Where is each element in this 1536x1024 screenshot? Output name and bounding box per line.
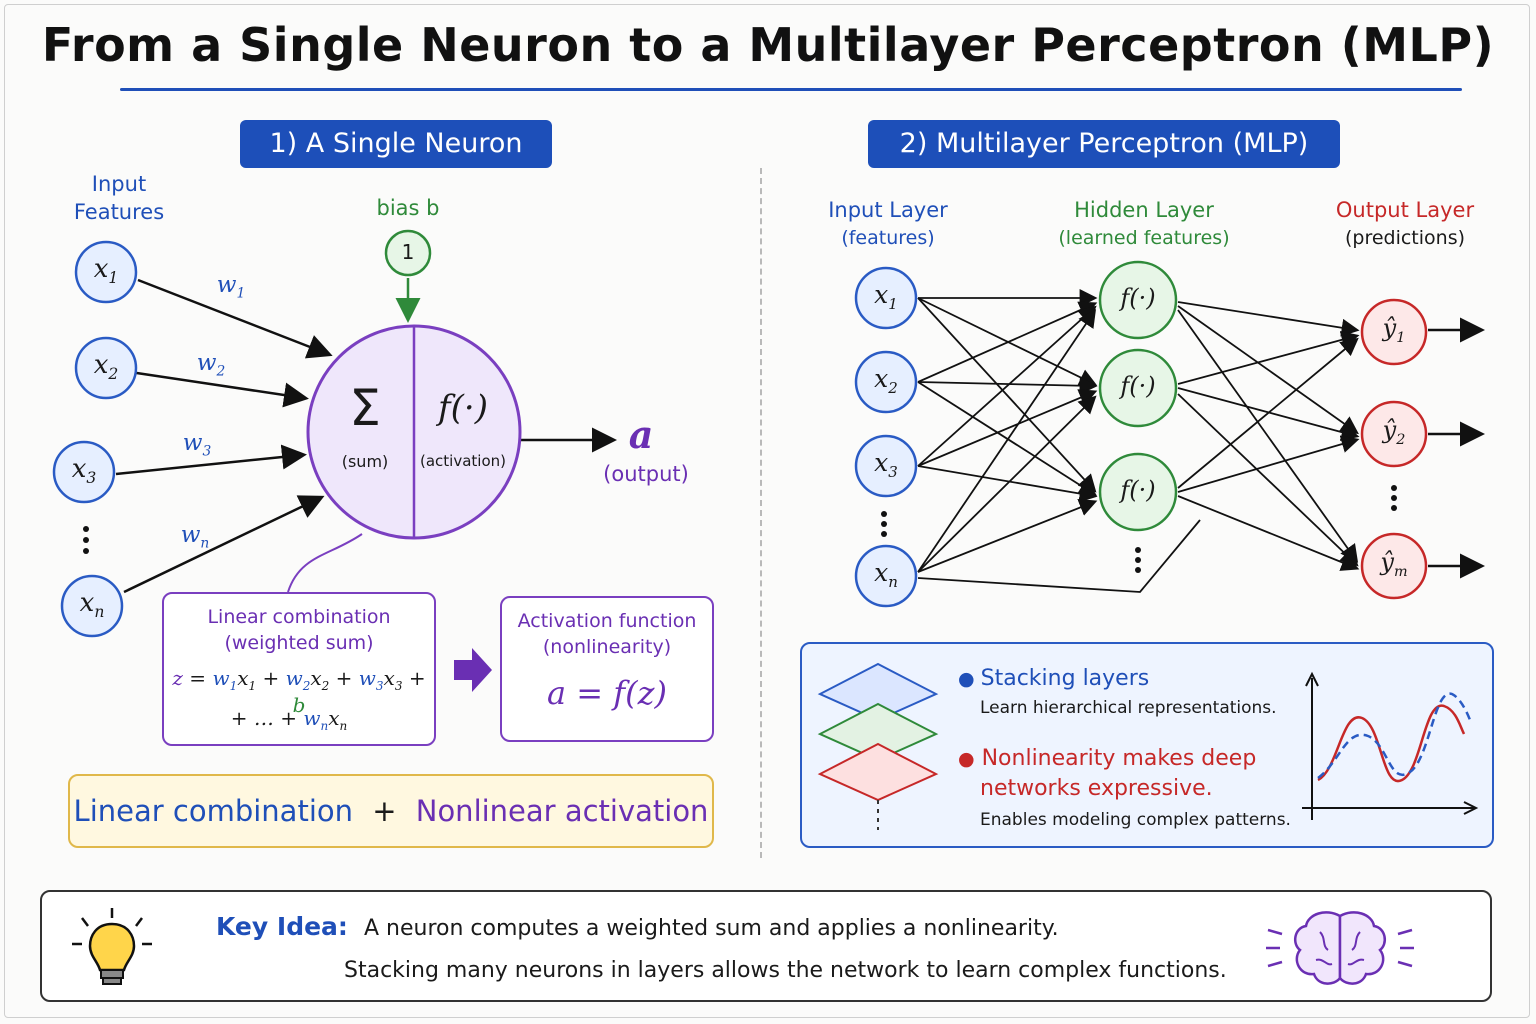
input-node-x3 [52, 440, 116, 504]
mlp-hidden-node-3 [1098, 452, 1178, 532]
key-idea-label: Key Idea: [216, 912, 348, 941]
mlp-output-y2: ŷ2 [1382, 416, 1406, 448]
summary-plus: + [372, 794, 397, 828]
section-divider [760, 168, 762, 858]
sum-caption: (sum) [341, 452, 389, 471]
weight-w1: w1 [216, 272, 246, 302]
bullet-stacking: ● Stacking layers [958, 666, 1150, 691]
mlp-output-node-2 [1360, 400, 1428, 468]
mlp-input-x2: x2 [874, 364, 898, 397]
weight-wn: wn [180, 522, 210, 552]
edge-x2-neuron [129, 370, 309, 408]
summary-linear: Linear combination [73, 794, 353, 828]
bullet-nonlinearity: ● Nonlinearity makes deep networks expre… [958, 746, 1257, 801]
bias-value: 1 [401, 240, 415, 264]
key-idea-box: Key Idea: A neuron computes a weighted s… [40, 890, 1492, 1002]
key-idea-line1: A neuron computes a weighted sum and app… [364, 916, 1059, 941]
activation-caption: (activation) [420, 452, 506, 470]
mlp-input-layer-label: Input Layer (features) [828, 198, 948, 249]
mlp-input-x1: x1 [874, 280, 898, 313]
activation-function-box: Activation function (nonlinearity) a = f… [500, 596, 714, 742]
activation-symbol: f(·) [438, 388, 488, 428]
brain-icon [1266, 911, 1414, 985]
single-neuron-heading: 1) A Single Neuron [240, 120, 552, 168]
mlp-hidden-node-1 [1098, 260, 1178, 340]
linear-box-subtitle: (weighted sum) [224, 632, 374, 654]
bias-label: bias b [376, 196, 440, 220]
mlp-output-ym: ŷm [1380, 548, 1408, 580]
mlp-output-layer-label: Output Layer (predictions) [1335, 198, 1475, 249]
mlp-hidden-label-1: f(·) [1120, 284, 1156, 312]
page-frame [4, 4, 1530, 1018]
input-x1: x1 [93, 254, 119, 288]
activation-equation: a = f(z) [547, 674, 667, 712]
edge-x3-neuron [115, 444, 307, 476]
linear-combination-box: Linear combination (weighted sum) z = w1… [162, 592, 436, 746]
input-node-x1 [74, 240, 138, 304]
lightbulb-icon [72, 908, 152, 985]
edge-xn-neuron [123, 495, 325, 594]
activation-box-subtitle: (nonlinearity) [542, 636, 672, 658]
mlp-hidden-node-2 [1098, 348, 1178, 428]
summary-nonlinear: Nonlinear activation [415, 794, 709, 828]
mlp-hidden-label-3: f(·) [1120, 476, 1156, 504]
curve-plot-icon [1302, 671, 1479, 820]
mlp-output-node-1 [1360, 298, 1428, 366]
mlp-input-x3: x3 [874, 448, 898, 481]
summary-box: Linear combination + Nonlinear activatio… [68, 774, 714, 848]
input-features-label: Input Features [73, 172, 165, 224]
mlp-hidden-label-2: f(·) [1120, 372, 1156, 400]
stacked-layers-icon [817, 662, 939, 830]
output-caption: (output) [603, 462, 689, 486]
linear-equation-line2: + … + wnxn [230, 706, 348, 733]
edge-x1-neuron [137, 278, 333, 359]
page-title: From a Single Neuron to a Multilayer Per… [41, 18, 1495, 72]
mlp-output-node-m [1360, 532, 1428, 600]
linear-equation-line1: z = w1x1 + w2x2 + w3x3 + b [172, 666, 426, 717]
key-idea-line2: Stacking many neurons in layers allows t… [344, 958, 1227, 983]
bullet-nonlinearity-text: Enables modeling complex patterns. [980, 810, 1291, 830]
activation-box-title: Activation function [517, 610, 697, 632]
mlp-input-node-xn [854, 544, 918, 608]
sum-symbol: Σ [349, 379, 381, 437]
output-symbol: a [628, 412, 654, 457]
mlp-heading: 2) Multilayer Perceptron (MLP) [868, 120, 1340, 168]
input-node-xn [60, 574, 124, 638]
linear-box-title: Linear combination [207, 606, 391, 628]
mlp-input-xn: xn [874, 558, 898, 591]
weight-w3: w3 [182, 430, 212, 460]
weight-w2: w2 [196, 350, 226, 380]
input-x2: x2 [93, 350, 119, 384]
neuron-to-box-connector [287, 533, 363, 593]
mlp-edges [917, 289, 1485, 593]
mlp-diagram [854, 260, 1485, 608]
mlp-hidden-layer-label: Hidden Layer (learned features) [1058, 198, 1230, 249]
mlp-input-node-x3 [854, 434, 918, 498]
input-x3: x3 [71, 454, 97, 488]
single-neuron-diagram [52, 229, 617, 692]
bullet-stacking-text: Learn hierarchical representations. [980, 698, 1277, 718]
input-xn: xn [79, 588, 105, 622]
mlp-output-y1: ŷ1 [1382, 314, 1406, 346]
bias-node [384, 229, 432, 277]
mlp-info-box: ● Stacking layers Learn hierarchical rep… [800, 642, 1494, 848]
title-underline [120, 88, 1462, 91]
mlp-input-node-x2 [854, 350, 918, 414]
input-node-x2 [74, 336, 138, 400]
mlp-input-node-x1 [854, 266, 918, 330]
arrow-right-icon [454, 648, 492, 692]
